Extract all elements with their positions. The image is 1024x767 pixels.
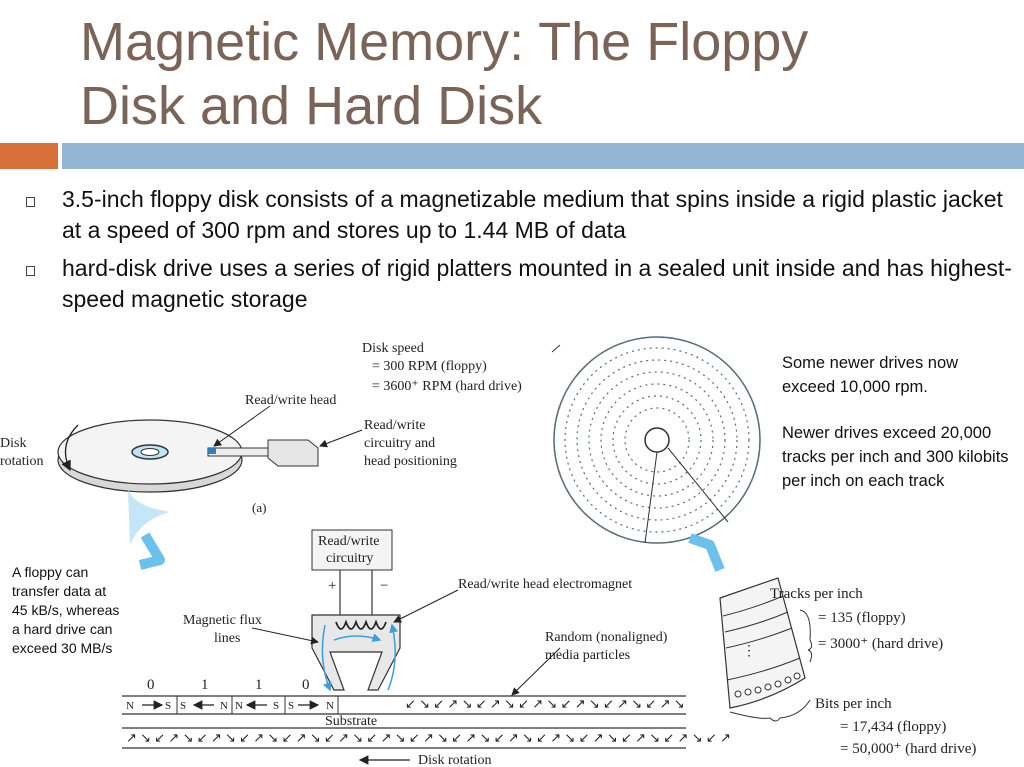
tracks-per-inch-hard: = 3000⁺ (hard drive) xyxy=(818,636,943,652)
sector-zoom: ⋮ xyxy=(719,577,813,722)
disk-rotation-arrow-icon xyxy=(61,424,79,472)
bullet-text: 3.5-inch floppy disk consists of a magne… xyxy=(62,186,1003,243)
disk-speed-label: Disk speed xyxy=(362,341,424,356)
disk-rotation-label-1: Disk xyxy=(0,436,26,451)
floppy-vs-hard-note: A floppy can transfer data at 45 kB/s, w… xyxy=(12,564,120,656)
disk-panel-a xyxy=(57,405,363,570)
head-arm xyxy=(207,447,271,457)
bits-per-inch-label: Bits per inch xyxy=(815,696,892,712)
bullet-marker-icon xyxy=(26,266,35,276)
bullet-marker-icon xyxy=(26,197,35,207)
bit-value: 0 xyxy=(302,677,310,693)
tracks-per-inch-floppy: = 135 (floppy) xyxy=(818,610,906,626)
substrate-label: Substrate xyxy=(325,714,377,729)
bullet-item: 3.5-inch floppy disk consists of a magne… xyxy=(26,184,1016,246)
pole-label: S xyxy=(288,700,294,712)
rw-circuitry-label-2: circuitry and xyxy=(364,436,435,451)
track-disk-spindle xyxy=(644,427,670,453)
minus-terminal: − xyxy=(380,578,388,594)
bits-per-inch-hard: = 50,000⁺ (hard drive) xyxy=(840,741,976,757)
electromagnet-label: Read/write head electromagnet xyxy=(458,577,632,592)
title-accent-bar xyxy=(0,143,58,169)
title-line-1: Magnetic Memory: The Floppy xyxy=(80,12,809,72)
rw-head-label: Read/write head xyxy=(245,393,336,408)
bit-value: 1 xyxy=(201,677,209,693)
rpm-note: Some newer drives now exceed 10,000 rpm. xyxy=(782,354,959,396)
disk-speed-floppy: = 300 RPM (floppy) xyxy=(372,359,487,374)
pole-label: N xyxy=(326,700,334,712)
bullet-list: 3.5-inch floppy disk consists of a magne… xyxy=(26,184,1016,322)
rw-circuitry-label-1: Read/write xyxy=(364,418,425,433)
flux-label-1: Magnetic flux xyxy=(183,613,262,628)
circuitry-label-1: Read/write xyxy=(318,534,379,549)
track-disk xyxy=(551,336,761,544)
flux-label-2: lines xyxy=(214,631,240,646)
bits-per-inch-floppy: = 17,434 (floppy) xyxy=(840,719,946,735)
pole-label: S xyxy=(180,700,186,712)
newer-drives-note: Some newer drives now exceed 10,000 rpm.… xyxy=(782,351,1014,515)
svg-text:↗ ↘ ↙ ↗ ↘ ↙ ↗ ↘ ↙ ↗ ↘ ↙ ↗ ↘ ↙: ↗ ↘ ↙ ↗ ↘ ↙ ↗ ↘ ↙ ↗ ↘ ↙ ↗ ↘ ↙ ↗ ↘ ↙ ↗ ↘ … xyxy=(126,730,731,745)
bullet-text: hard-disk drive uses a series of rigid p… xyxy=(62,255,1012,312)
slide-title: Magnetic Memory: The Floppy Disk and Har… xyxy=(80,10,980,138)
pole-label: N xyxy=(220,700,228,712)
circuitry-label-2: circuitry xyxy=(326,551,373,566)
tracks-per-inch-label: Tracks per inch xyxy=(770,586,863,602)
zoom-arrow-a-icon xyxy=(138,532,165,570)
bullet-item: hard-disk drive uses a series of rigid p… xyxy=(26,253,1016,315)
pole-label: S xyxy=(273,700,279,712)
disk-rotation-label-2: rotation xyxy=(0,454,44,469)
pole-label: N xyxy=(126,700,134,712)
pole-label: N xyxy=(235,700,243,712)
pole-label: S xyxy=(165,700,171,712)
title-divider-bar xyxy=(62,143,1024,169)
panel-a-label: (a) xyxy=(252,500,266,515)
svg-text:↙ ↘ ↙ ↗ ↘ ↙ ↗ ↘ ↙ ↗ ↘ ↙ ↗ ↘ ↙: ↙ ↘ ↙ ↗ ↘ ↙ ↗ ↘ ↙ ↗ ↘ ↙ ↗ ↘ ↙ ↗ ↘ ↙ ↗ ↘ xyxy=(405,696,685,711)
coil-icon xyxy=(335,619,387,630)
disk-speed-hard: = 3600⁺ RPM (hard drive) xyxy=(372,379,522,394)
head-positioning-unit xyxy=(267,439,319,467)
tracks-note: Newer drives exceed 20,000 tracks per in… xyxy=(782,424,1009,490)
svg-text:⋮: ⋮ xyxy=(742,644,756,659)
bit-value: 0 xyxy=(147,677,155,693)
disk-rotation-bottom-label: Disk rotation xyxy=(418,753,492,767)
head-electromagnet xyxy=(251,529,561,696)
rw-head-tip xyxy=(208,448,216,454)
media-strip: ↙ ↘ ↙ ↗ ↘ ↙ ↗ ↘ ↙ ↗ ↘ ↙ ↗ ↘ ↙ ↗ ↘ ↙ ↗ ↘ … xyxy=(122,695,731,765)
random-particles-label-1: Random (nonaligned) xyxy=(545,630,668,645)
title-line-2: Disk and Hard Disk xyxy=(80,76,543,136)
zoom-arrow-tracks-icon xyxy=(688,533,725,572)
plus-terminal: + xyxy=(328,578,336,594)
random-particles-label-2: media particles xyxy=(545,648,630,663)
bit-value: 1 xyxy=(255,677,263,693)
rw-circuitry-label-3: head positioning xyxy=(364,454,457,469)
